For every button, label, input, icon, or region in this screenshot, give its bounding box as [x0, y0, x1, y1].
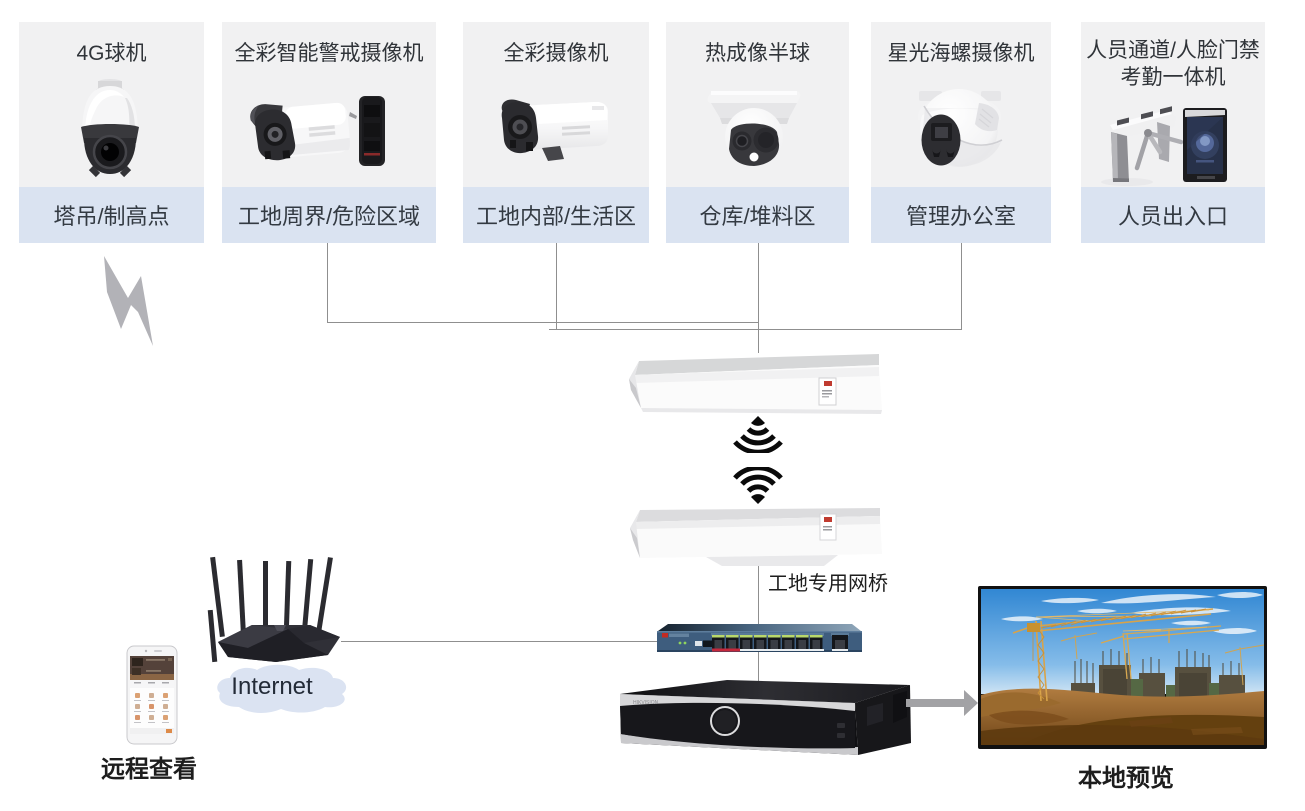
svg-text:Internet: Internet — [231, 673, 313, 700]
svg-text:HIKVISION: HIKVISION — [633, 700, 659, 706]
